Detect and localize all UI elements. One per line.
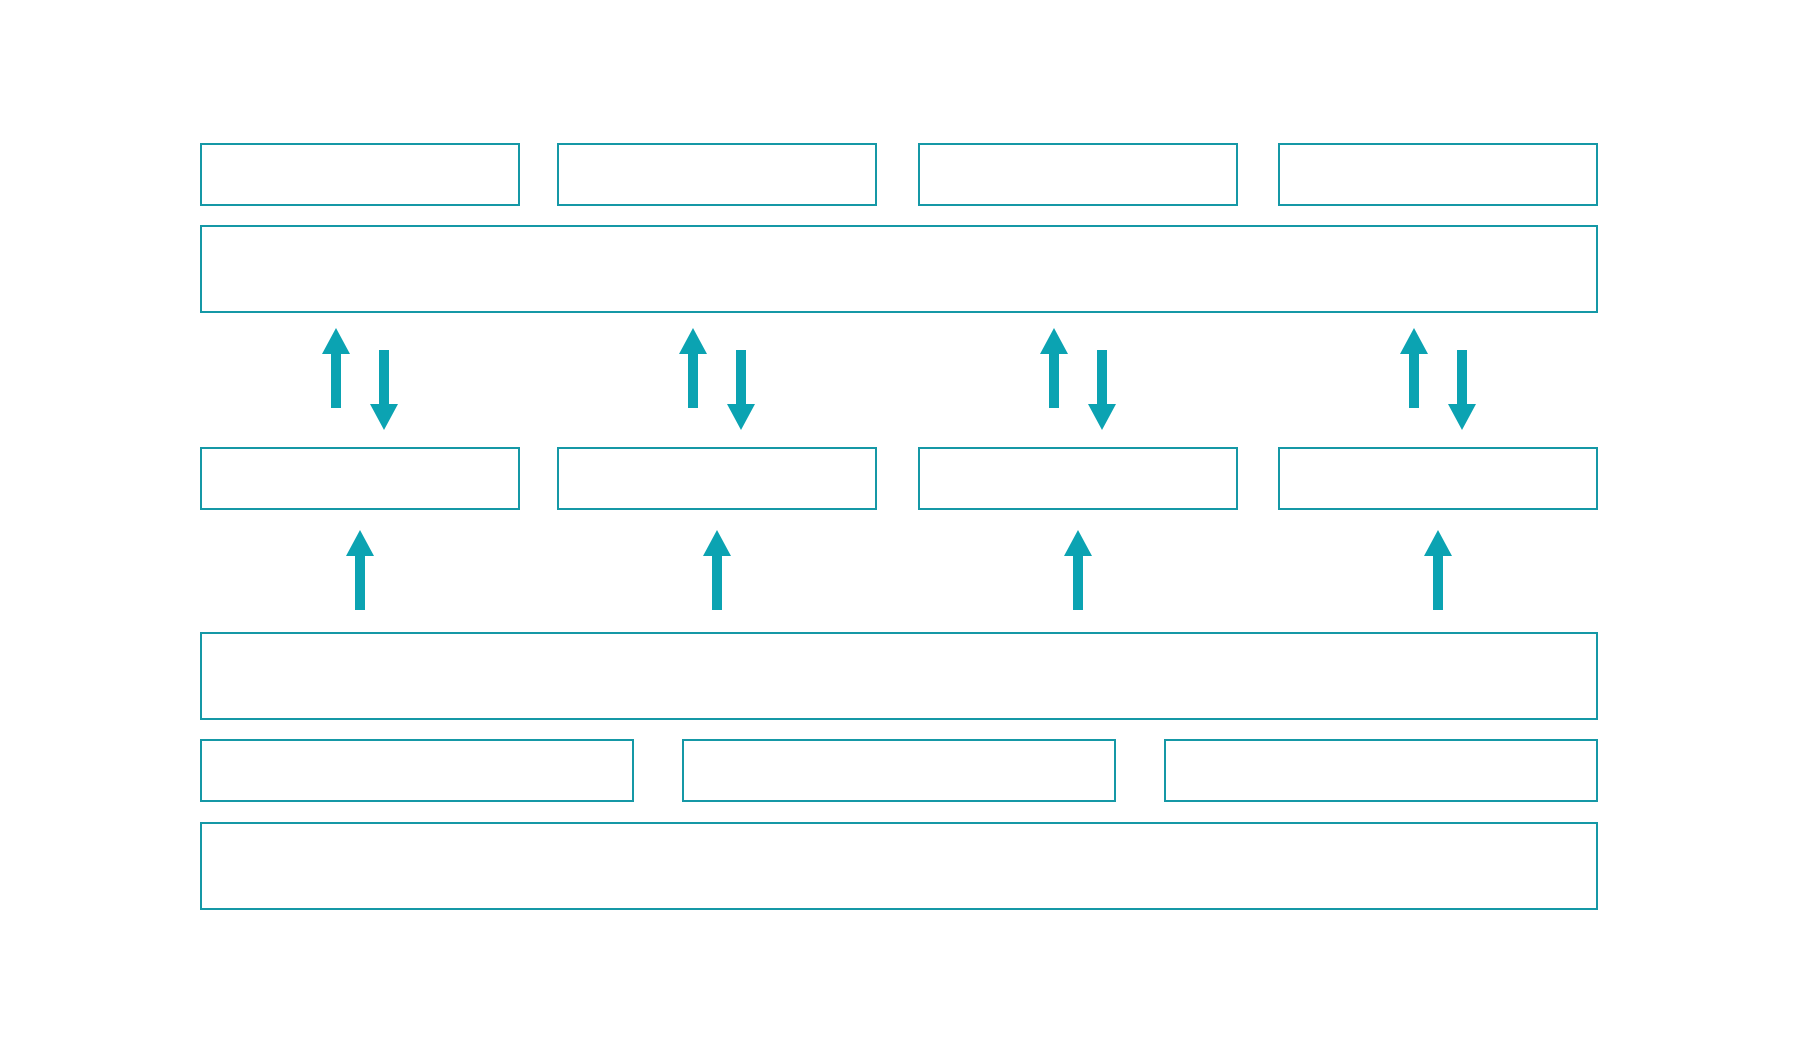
bidirectional-arrow-pair-1	[322, 328, 398, 432]
bottom-row-box-2	[682, 739, 1116, 802]
bottom-row-box-1	[200, 739, 634, 802]
middle-row-box-2	[557, 447, 877, 510]
down-arrow-icon	[727, 350, 755, 430]
middle-row-box-1	[200, 447, 520, 510]
top-row-box-1	[200, 143, 520, 206]
top-row-box-4	[1278, 143, 1598, 206]
bidirectional-arrow-pair-4	[1400, 328, 1476, 432]
base-band	[200, 822, 1598, 910]
upper-band	[200, 225, 1598, 313]
up-arrow-icon	[1064, 530, 1092, 610]
top-row-box-3	[918, 143, 1238, 206]
down-arrow-icon	[370, 350, 398, 430]
lower-band	[200, 632, 1598, 720]
middle-row-box-3	[918, 447, 1238, 510]
middle-row-box-4	[1278, 447, 1598, 510]
down-arrow-icon	[1088, 350, 1116, 430]
up-arrow-icon	[1400, 328, 1428, 408]
up-arrow-icon	[1040, 328, 1068, 408]
top-row-box-2	[557, 143, 877, 206]
up-arrow-icon	[679, 328, 707, 408]
up-arrow-icon	[346, 530, 374, 610]
bottom-row-box-3	[1164, 739, 1598, 802]
up-arrow-icon	[322, 328, 350, 408]
bidirectional-arrow-pair-2	[679, 328, 755, 432]
up-arrow-icon	[703, 530, 731, 610]
up-arrow-icon	[1424, 530, 1452, 610]
bidirectional-arrow-pair-3	[1040, 328, 1116, 432]
down-arrow-icon	[1448, 350, 1476, 430]
